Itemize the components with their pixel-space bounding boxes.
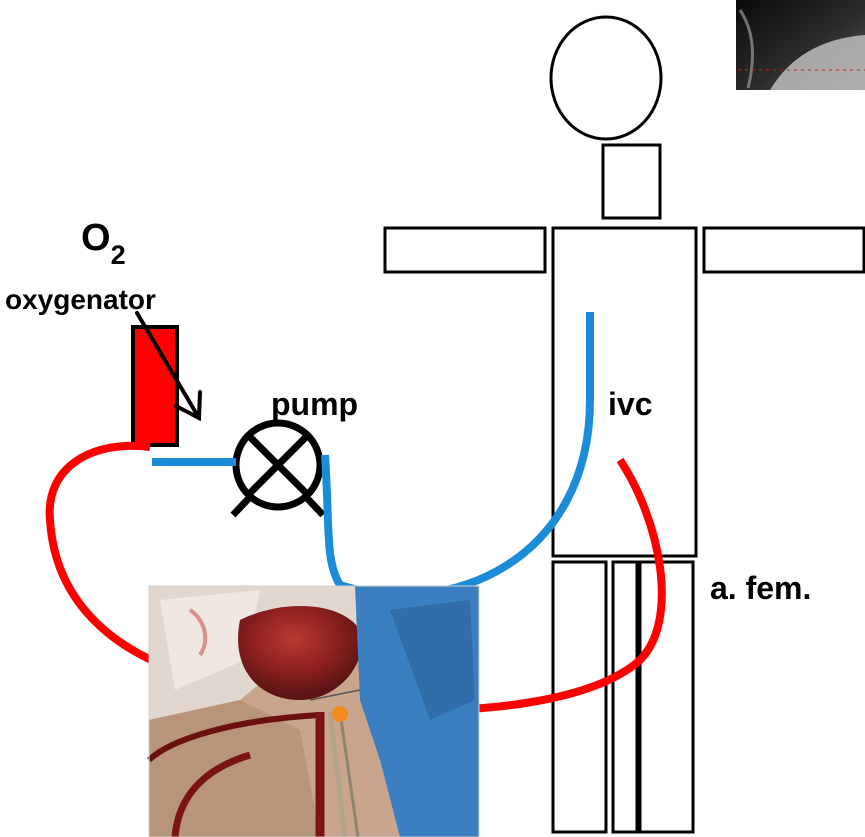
o2-letter: O — [81, 217, 111, 259]
pump-label: pump — [271, 386, 358, 422]
venous-line-ivc — [325, 312, 590, 595]
figure-right-arm — [704, 228, 864, 272]
surgical-photo — [149, 586, 479, 837]
o2-label: O2 — [81, 217, 126, 270]
xray-thumbnail — [736, 0, 865, 90]
figure-left-arm — [385, 228, 545, 272]
figure-right-leg — [640, 562, 693, 832]
ivc-label: ivc — [608, 386, 652, 422]
o2-subscript: 2 — [111, 240, 126, 270]
pump-icon — [233, 423, 323, 515]
figure-head — [551, 17, 661, 139]
figure-middle-leg — [613, 562, 637, 832]
femoral-artery-label: a. fem. — [710, 570, 811, 606]
oxygenator-label: oxygenator — [5, 284, 156, 315]
figure-neck — [603, 145, 660, 218]
